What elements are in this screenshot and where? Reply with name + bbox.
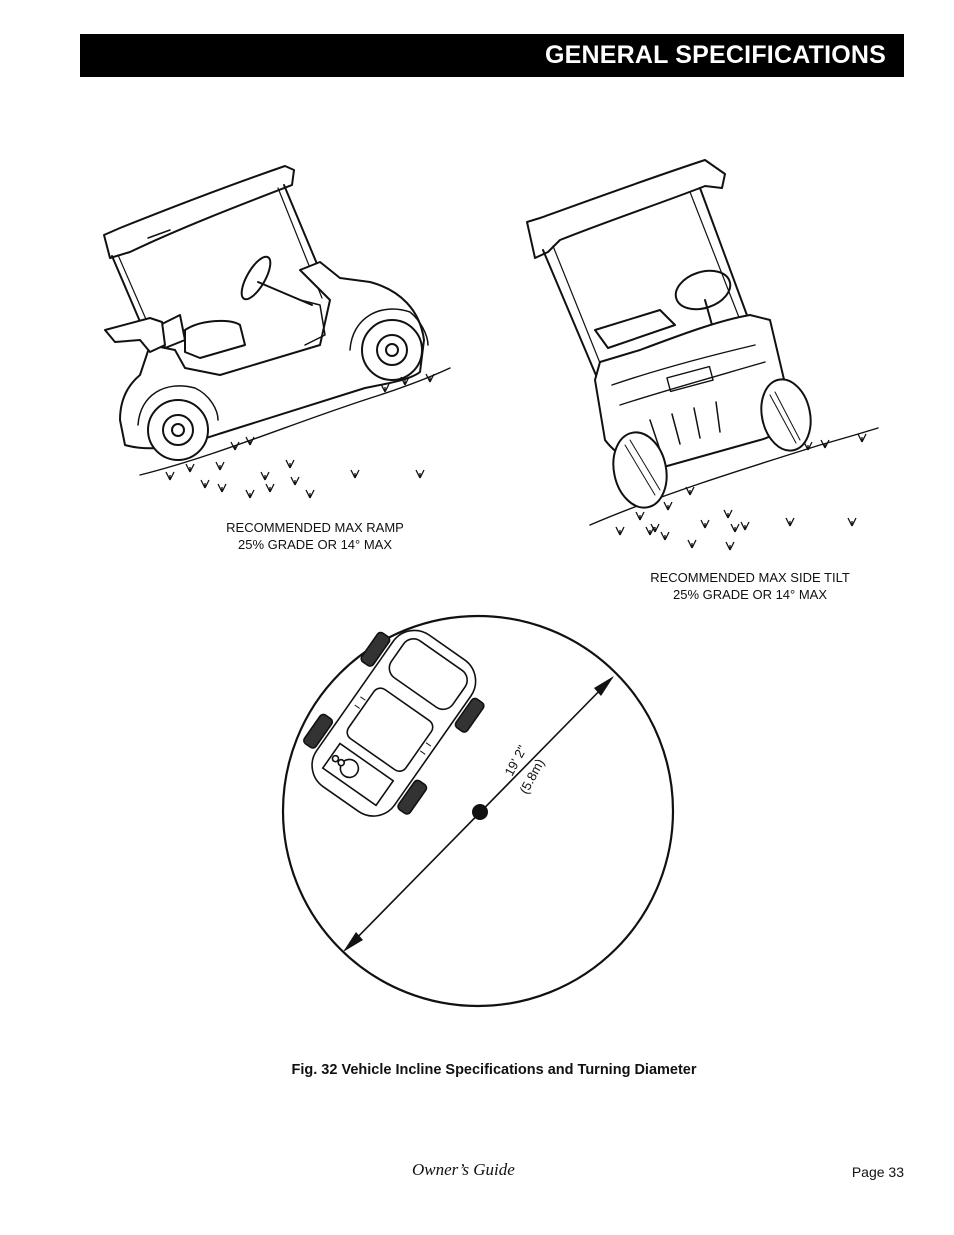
section-title: GENERAL SPECIFICATIONS bbox=[544, 41, 886, 69]
arrow-head-top bbox=[594, 676, 614, 696]
side-tilt-spec-line1: RECOMMENDED MAX SIDE TILT bbox=[650, 570, 850, 585]
side-tilt-spec-line2: 25% GRADE OR 14° MAX bbox=[672, 587, 828, 602]
ramp-spec-label: RECOMMENDED MAX RAMP 25% GRADE OR 14° MA… bbox=[205, 519, 425, 553]
ramp-spec-line1: RECOMMENDED MAX RAMP bbox=[226, 520, 404, 535]
ramp-spec-line2: 25% GRADE OR 14° MAX bbox=[237, 537, 393, 552]
turning-diameter-diagram: 19' 2" (5.8m) bbox=[281, 614, 675, 1008]
top-view-cart bbox=[303, 629, 485, 817]
ramp-cart-illustration bbox=[103, 165, 451, 476]
side-tilt-spec-label: RECOMMENDED MAX SIDE TILT 25% GRADE OR 1… bbox=[630, 569, 870, 603]
footer-guide-title: Owner’s Guide bbox=[412, 1160, 515, 1179]
side-tilt-cart-illustration bbox=[526, 159, 879, 526]
page-number: Page 33 bbox=[851, 1164, 904, 1180]
center-point bbox=[472, 804, 488, 820]
turning-circle bbox=[281, 614, 675, 1008]
figure-caption: Fig. 32 Vehicle Incline Specifications a… bbox=[291, 1062, 697, 1078]
arrow-head-bottom bbox=[343, 932, 363, 952]
section-header-bar: GENERAL SPECIFICATIONS bbox=[80, 34, 904, 77]
